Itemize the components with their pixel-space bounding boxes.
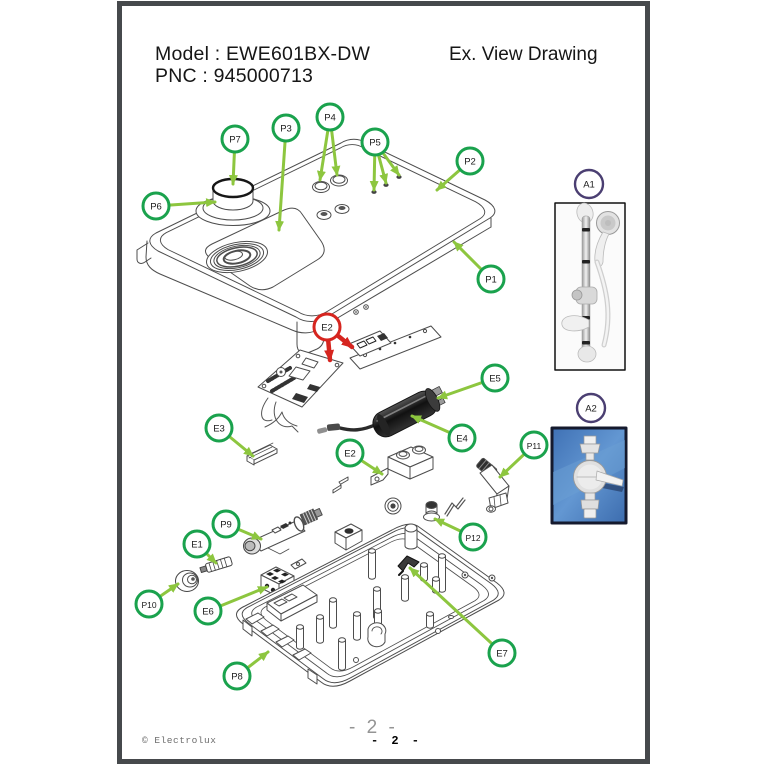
- callout-label-e5: E5: [489, 373, 501, 384]
- callout-label-e7: E7: [496, 648, 508, 659]
- callout-circle-e4: [447, 423, 477, 453]
- callout-circle-e2: [312, 312, 342, 342]
- callout-circle-e7: [487, 638, 517, 668]
- callout-label-p7: P7: [229, 134, 241, 145]
- callout-circle-p7: [220, 124, 250, 154]
- callout-circle-p1: [476, 264, 506, 294]
- accessory-photo-a1: [554, 202, 626, 371]
- callout-label-p3: P3: [280, 123, 292, 134]
- callout-label-p8: P8: [231, 671, 243, 682]
- callout-circle-e5: [480, 363, 510, 393]
- callout-label-p10: P10: [141, 600, 156, 610]
- callout-label-a1: A1: [583, 179, 595, 190]
- display-strip-board: [349, 325, 442, 370]
- callout-label-p2: P2: [464, 156, 476, 167]
- valve-lever: [595, 470, 624, 487]
- callout-circle-p2: [455, 146, 485, 176]
- callout-circle-e1: [182, 529, 212, 559]
- accessory-photo-a2: [550, 426, 628, 525]
- callout-label-e2: E2: [344, 448, 356, 459]
- callout-circle-p3: [271, 113, 301, 143]
- model-title: Model : EWE601BX-DW: [155, 43, 371, 65]
- drawing-type-title: Ex. View Drawing: [449, 44, 598, 65]
- callout-label-e6: E6: [202, 606, 214, 617]
- base-tray-drawing: [235, 523, 505, 687]
- page-number-bold: - 2 -: [371, 734, 423, 748]
- callout-arrow-e7: [408, 566, 504, 655]
- callout-label-e1: E1: [191, 539, 203, 550]
- callout-label-e4: E4: [456, 433, 468, 444]
- pcb-boards-drawing: [257, 304, 442, 433]
- callout-label-e2: E2: [321, 322, 333, 333]
- callout-circle-a2: [575, 392, 607, 424]
- cover-buttons: [312, 174, 402, 220]
- callout-circle-p8: [222, 661, 252, 691]
- callout-arrow-p3: [275, 126, 288, 232]
- copyright-note: © Electrolux: [142, 735, 217, 746]
- callout-label-e3: E3: [213, 423, 225, 434]
- callout-layer: P7P3P4P5P2P6P1E2E5E3E4E2P11P9E1P12P10E6E…: [134, 102, 607, 691]
- callout-circle-p6: [141, 191, 171, 221]
- callout-circle-p9: [211, 509, 241, 539]
- vent-rings: [206, 240, 268, 274]
- soap-dish: [561, 315, 590, 332]
- callout-circle-p10: [134, 589, 164, 619]
- small-parts-drawing: [175, 442, 510, 598]
- heating-element-drawing: [317, 386, 446, 438]
- callout-label-a2: A2: [585, 403, 597, 414]
- callout-circle-p12: [458, 522, 488, 552]
- callout-circle-p4: [315, 102, 345, 132]
- callout-label-p12: P12: [465, 533, 480, 543]
- callout-circle-p11: [519, 430, 549, 460]
- top-cover-drawing: [136, 138, 496, 354]
- callout-circle-e2: [335, 438, 365, 468]
- callout-label-p1: P1: [485, 274, 497, 285]
- callout-label-p9: P9: [220, 519, 232, 530]
- pnc-title: PNC : 945000713: [155, 65, 314, 87]
- callout-circle-p5: [360, 127, 390, 157]
- callout-label-p4: P4: [324, 112, 336, 123]
- callout-circle-e3: [204, 413, 234, 443]
- shower-rail: [581, 215, 591, 357]
- callout-circle-a1: [573, 168, 605, 200]
- callout-circle-e6: [193, 596, 223, 626]
- page-number-large: - 2 -: [349, 717, 398, 738]
- callout-label-p6: P6: [150, 201, 162, 212]
- callout-label-p5: P5: [369, 137, 381, 148]
- callout-label-p11: P11: [527, 441, 542, 451]
